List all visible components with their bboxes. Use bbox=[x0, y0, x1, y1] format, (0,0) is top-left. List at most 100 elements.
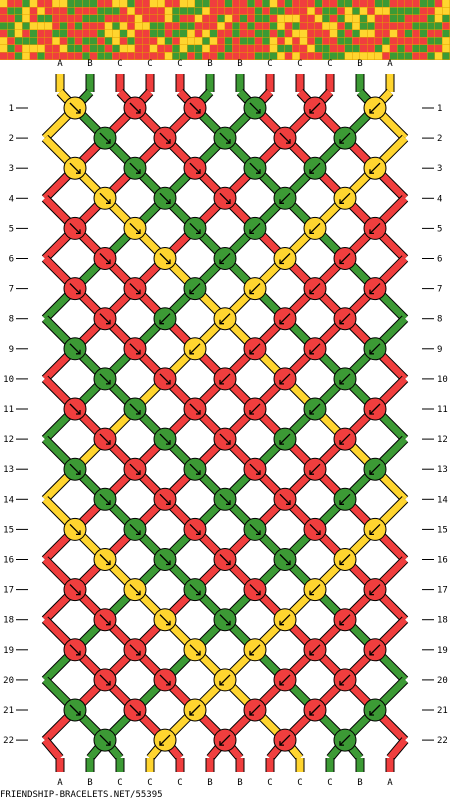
preview-cell-1-7 bbox=[52, 7, 60, 15]
preview-cell-7-55 bbox=[412, 52, 420, 60]
preview-cell-4-15 bbox=[112, 30, 120, 37]
preview-cell-0-28 bbox=[210, 0, 217, 7]
knot-arrow-19-2 bbox=[219, 674, 231, 686]
row-number-left-7: 8 bbox=[9, 315, 14, 325]
knot-arrow-4-1 bbox=[129, 222, 141, 234]
preview-cell-2-25 bbox=[187, 15, 195, 22]
preview-cell-6-5 bbox=[37, 45, 45, 52]
preview-cell-1-58 bbox=[435, 7, 442, 15]
row-number-left-20: 21 bbox=[3, 706, 14, 716]
preview-cell-3-14 bbox=[105, 22, 112, 30]
knot-arrow-3-0 bbox=[99, 192, 111, 204]
knot-arrowhead-3-4 bbox=[339, 199, 344, 204]
preview-cell-1-15 bbox=[112, 7, 120, 15]
preview-cell-3-0 bbox=[0, 22, 7, 30]
knot-arrowhead-16-5 bbox=[369, 590, 374, 596]
preview-cell-3-58 bbox=[435, 22, 442, 30]
strand-label-bottom-0: A bbox=[57, 778, 63, 788]
row-number-right-21: 22 bbox=[437, 736, 448, 746]
preview-cell-0-29 bbox=[217, 0, 225, 7]
preview-cell-2-6 bbox=[45, 15, 52, 22]
knot-arrowhead-20-1 bbox=[136, 711, 141, 716]
preview-cell-4-18 bbox=[135, 30, 142, 37]
preview-cell-0-18 bbox=[135, 0, 142, 7]
knot-arrowhead-12-0 bbox=[76, 470, 81, 475]
preview-cell-5-38 bbox=[285, 37, 292, 45]
preview-cell-7-41 bbox=[307, 52, 315, 60]
preview-cell-4-25 bbox=[187, 30, 195, 37]
knot-arrow-15-0 bbox=[99, 554, 111, 565]
preview-cell-3-52 bbox=[390, 22, 397, 30]
knot-arrowhead-9-1 bbox=[166, 379, 171, 385]
preview-cell-5-53 bbox=[397, 37, 405, 45]
knot-arrow-15-1 bbox=[159, 554, 171, 565]
preview-cell-5-46 bbox=[345, 37, 352, 45]
preview-cell-3-34 bbox=[255, 22, 262, 30]
preview-cell-4-20 bbox=[150, 30, 157, 37]
preview-cell-2-2 bbox=[15, 15, 22, 22]
knot-arrow-17-2 bbox=[219, 614, 231, 626]
preview-cell-2-33 bbox=[247, 15, 255, 22]
preview-cell-4-40 bbox=[300, 30, 307, 37]
preview-cell-2-35 bbox=[262, 15, 270, 22]
knot-arrow-2-4 bbox=[309, 162, 321, 174]
preview-cell-5-11 bbox=[82, 37, 90, 45]
knot-arrow-6-0 bbox=[69, 283, 81, 295]
preview-cell-0-45 bbox=[337, 0, 345, 7]
knot-arrowhead-7-1 bbox=[159, 319, 164, 325]
strand-label-bottom-8: C bbox=[297, 778, 302, 788]
preview-cell-6-38 bbox=[285, 45, 292, 52]
preview-cell-3-18 bbox=[135, 22, 142, 30]
knot-arrow-14-0 bbox=[69, 523, 81, 535]
preview-cell-7-35 bbox=[262, 52, 270, 60]
preview-cell-0-32 bbox=[240, 0, 247, 7]
row-number-left-9: 10 bbox=[3, 375, 14, 385]
preview-cell-5-12 bbox=[90, 37, 97, 45]
preview-cell-4-54 bbox=[405, 30, 412, 37]
preview-cell-5-1 bbox=[7, 37, 15, 45]
preview-cell-6-17 bbox=[127, 45, 135, 52]
row-number-right-15: 16 bbox=[437, 556, 448, 566]
knot-arrowhead-21-0 bbox=[106, 741, 111, 746]
preview-cell-3-55 bbox=[412, 22, 420, 30]
preview-cell-2-55 bbox=[412, 15, 420, 22]
preview-cell-0-35 bbox=[262, 0, 270, 7]
preview-cell-1-13 bbox=[97, 7, 105, 15]
knot-arrowhead-6-2 bbox=[189, 289, 194, 295]
preview-cell-7-7 bbox=[52, 52, 60, 60]
knot-arrow-12-0 bbox=[69, 463, 81, 475]
knot-arrow-0-4 bbox=[309, 102, 321, 114]
knot-arrowhead-3-2 bbox=[226, 199, 231, 204]
preview-cell-2-9 bbox=[67, 15, 75, 22]
preview-cell-7-15 bbox=[112, 52, 120, 60]
preview-cell-2-7 bbox=[52, 15, 60, 22]
preview-cell-4-49 bbox=[367, 30, 375, 37]
knot-arrow-1-0 bbox=[99, 132, 111, 144]
knot-arrow-20-0 bbox=[69, 704, 81, 716]
knot-arrow-7-2 bbox=[219, 313, 231, 325]
preview-cell-1-9 bbox=[67, 7, 75, 15]
preview-cell-7-44 bbox=[330, 52, 337, 60]
preview-cell-6-28 bbox=[210, 45, 217, 52]
preview-cell-1-21 bbox=[157, 7, 165, 15]
preview-cell-1-52 bbox=[390, 7, 397, 15]
preview-cell-4-16 bbox=[120, 30, 127, 37]
preview-cell-2-11 bbox=[82, 15, 90, 22]
preview-cell-6-27 bbox=[202, 45, 210, 52]
preview-cell-1-18 bbox=[135, 7, 142, 15]
preview-cell-6-33 bbox=[247, 45, 255, 52]
preview-cell-7-14 bbox=[105, 52, 112, 60]
preview-cell-4-6 bbox=[45, 30, 52, 37]
preview-cell-5-26 bbox=[195, 37, 202, 45]
knot-arrow-14-3 bbox=[249, 523, 261, 535]
preview-cell-7-11 bbox=[82, 52, 90, 60]
row-number-left-0: 1 bbox=[9, 104, 14, 114]
knot-arrowhead-15-4 bbox=[339, 560, 344, 566]
preview-cell-6-24 bbox=[180, 45, 187, 52]
preview-cell-4-7 bbox=[52, 30, 60, 37]
preview-cell-4-5 bbox=[37, 30, 45, 37]
preview-cell-5-5 bbox=[37, 37, 45, 45]
preview-cell-3-25 bbox=[187, 22, 195, 30]
row-number-left-16: 17 bbox=[3, 586, 14, 596]
knot-arrow-17-4 bbox=[339, 614, 351, 626]
